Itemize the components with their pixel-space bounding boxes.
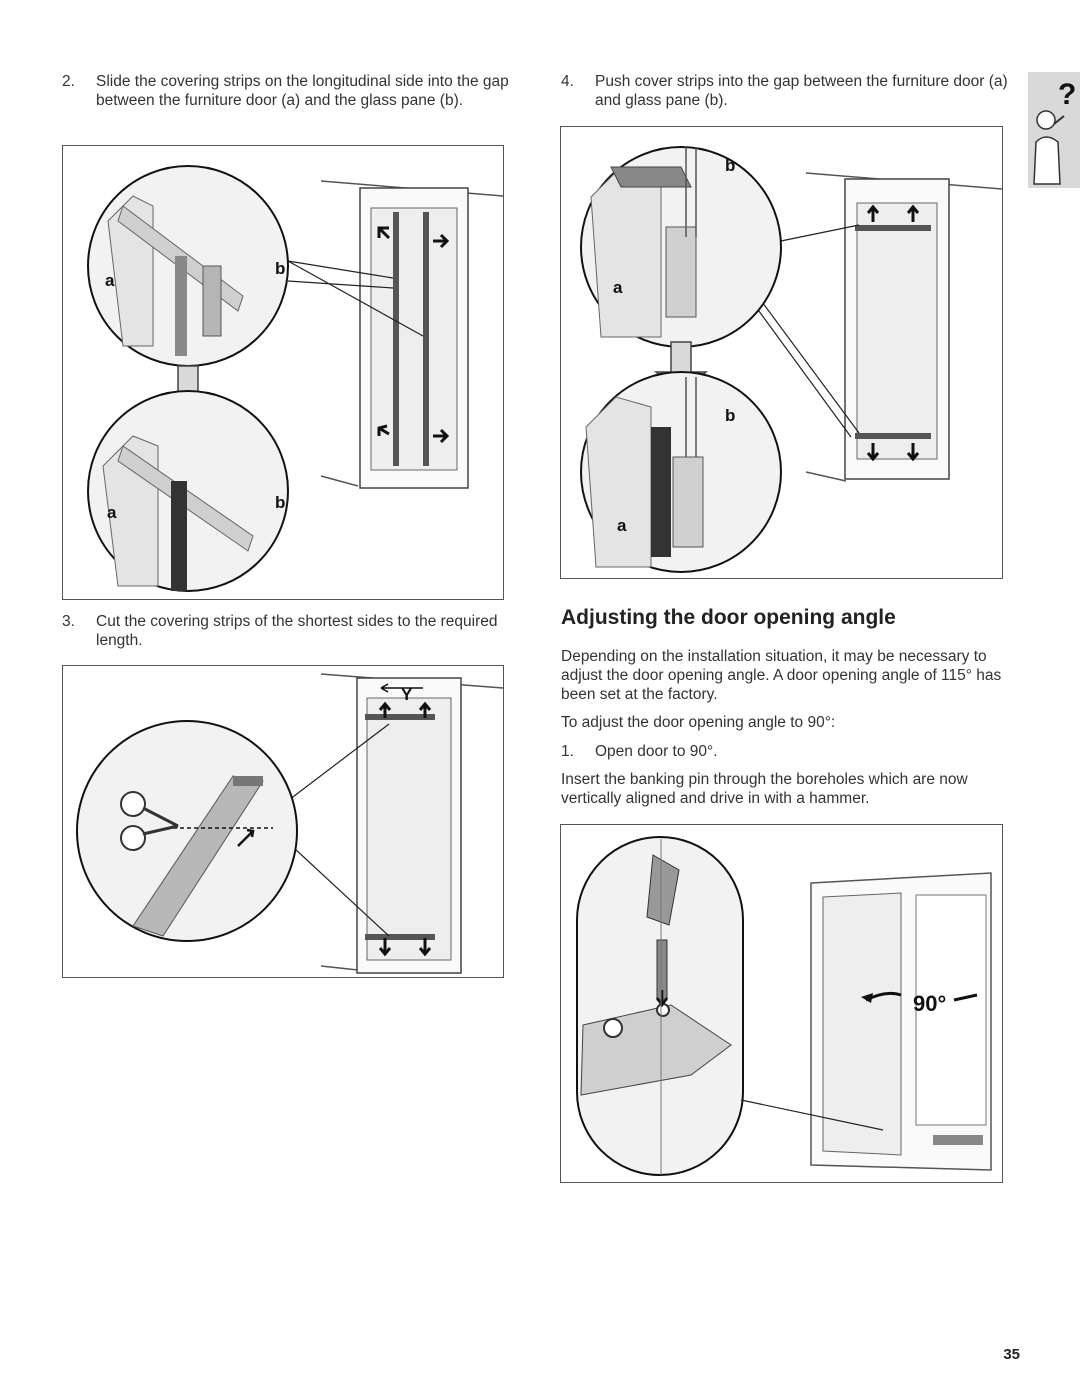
svg-text:?: ? <box>1058 78 1076 111</box>
step-number: 1. <box>561 743 574 760</box>
label-b: b <box>725 406 735 425</box>
step-number: 4. <box>561 73 574 90</box>
label-a: a <box>617 516 627 535</box>
section-title: Adjusting the door opening angle <box>561 606 896 629</box>
label-y: Y <box>401 685 413 704</box>
section-instruction: Insert the banking pin through the boreh… <box>561 771 968 807</box>
label-a: a <box>107 503 117 522</box>
step-text: Open door to 90°. <box>595 743 718 760</box>
figure-cut-strips: Y <box>62 665 504 978</box>
section-lead: To adjust the door opening angle to 90°: <box>561 714 836 731</box>
question-person-icon: ? <box>1028 72 1080 188</box>
step-open-door: 1. Open door to 90°. <box>561 742 1017 761</box>
label-b: b <box>725 156 735 175</box>
step-number: 2. <box>62 73 75 90</box>
label-b: b <box>275 259 285 278</box>
angle-label: 90° <box>913 991 946 1016</box>
figure-door-angle: 90° <box>560 824 1003 1183</box>
step-text: Cut the covering strips of the shortest … <box>96 613 498 649</box>
step-3: 3. Cut the covering strips of the shorte… <box>62 612 518 650</box>
page-number: 35 <box>1003 1346 1020 1363</box>
step-4: 4. Push cover strips into the gap betwee… <box>561 72 1017 110</box>
label-b: b <box>275 493 285 512</box>
label-a: a <box>105 271 115 290</box>
figure-longitudinal-strips: a b a b <box>62 145 504 600</box>
step-text: Slide the covering strips on the longitu… <box>96 73 509 109</box>
step-2: 2. Slide the covering strips on the long… <box>62 72 518 110</box>
section-intro: Depending on the installation situation,… <box>561 648 1002 703</box>
label-a: a <box>613 278 623 297</box>
step-text: Push cover strips into the gap between t… <box>595 73 1008 109</box>
step-number: 3. <box>62 613 75 630</box>
figure-push-strips: b a b a <box>560 126 1003 579</box>
